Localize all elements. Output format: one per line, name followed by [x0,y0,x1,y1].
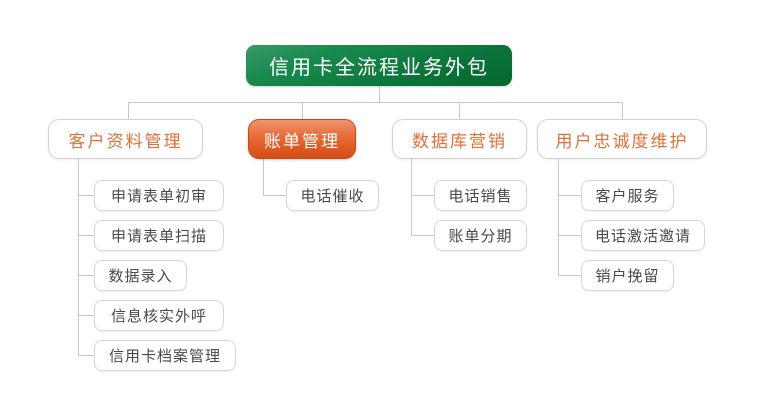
leaf-node-label: 申请表单初审 [110,189,207,205]
leaf-node-label: 申请表单扫描 [110,229,207,245]
connector-root-bus [128,102,622,103]
branch-node-billing-management[interactable]: 账单管理 [248,119,356,159]
leaf-node-telephone-activation-invitation[interactable]: 电话激活邀请 [581,220,705,251]
connector-spine-branch-1 [78,159,79,356]
connector-drop-branch-3 [459,102,460,119]
leaf-node-label: 电话激活邀请 [594,229,691,245]
leaf-node-application-form-review[interactable]: 申请表单初审 [94,180,224,211]
connector-spine-branch-4 [558,159,559,276]
branch-node-customer-data-management[interactable]: 客户资料管理 [48,119,203,159]
connector-stub-b4-c1 [558,195,581,196]
connector-stub-b4-c2 [558,235,581,236]
connector-stub-b2-c1 [263,195,286,196]
connector-drop-branch-2 [302,102,303,119]
connector-drop-branch-4 [622,102,623,119]
leaf-node-application-form-scan[interactable]: 申请表单扫描 [94,220,224,251]
branch-node-loyalty-maintenance[interactable]: 用户忠诚度维护 [537,119,707,159]
leaf-node-label: 销户挽留 [595,269,660,285]
connector-stub-b1-c1 [78,195,94,196]
branch-node-database-marketing[interactable]: 数据库营销 [392,119,527,159]
leaf-node-data-entry[interactable]: 数据录入 [94,260,187,291]
leaf-node-label: 信用卡档案管理 [108,349,221,365]
branch-node-label: 用户忠诚度维护 [555,131,689,151]
connector-stub-b1-c5 [78,355,94,356]
branch-node-label: 账单管理 [264,131,340,151]
connector-spine-branch-2 [263,159,264,196]
connector-stub-b4-c3 [558,275,581,276]
connector-stub-b3-c2 [411,235,434,236]
root-node-label: 信用卡全流程业务外包 [269,57,489,79]
leaf-node-label: 电话催收 [300,189,365,205]
leaf-node-customer-service[interactable]: 客户服务 [581,180,674,211]
leaf-node-info-verification-outbound-call[interactable]: 信息核实外呼 [94,300,224,331]
branch-node-label: 数据库营销 [412,131,507,151]
leaf-node-label: 电话销售 [448,189,513,205]
leaf-node-telephone-collection[interactable]: 电话催收 [286,180,379,211]
leaf-node-label: 数据录入 [108,269,173,285]
leaf-node-bill-installment[interactable]: 账单分期 [434,220,527,251]
connector-stub-b1-c2 [78,235,94,236]
leaf-node-label: 账单分期 [448,229,513,245]
leaf-node-label: 客户服务 [595,189,660,205]
leaf-node-telephone-sales[interactable]: 电话销售 [434,180,527,211]
leaf-node-credit-card-archive-management[interactable]: 信用卡档案管理 [94,340,236,371]
leaf-node-account-closure-retention[interactable]: 销户挽留 [581,260,674,291]
root-node[interactable]: 信用卡全流程业务外包 [246,45,512,86]
connector-root-stem [379,86,380,102]
leaf-node-label: 信息核实外呼 [110,309,207,325]
connector-stub-b1-c3 [78,275,94,276]
connector-spine-branch-3 [411,159,412,236]
connector-stub-b1-c4 [78,315,94,316]
connector-stub-b3-c1 [411,195,434,196]
branch-node-label: 客户资料管理 [68,131,183,151]
connector-drop-branch-1 [128,102,129,119]
